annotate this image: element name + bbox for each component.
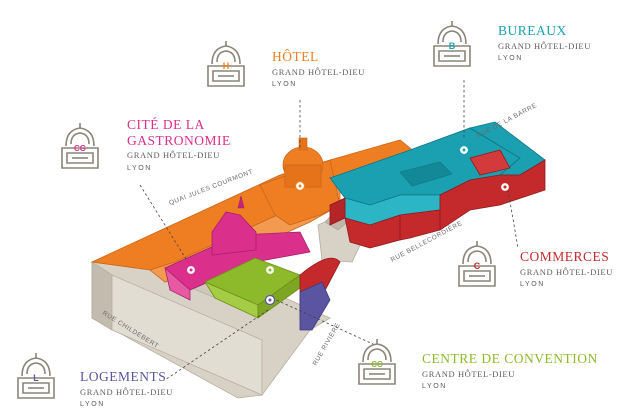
leader-line-convention (271, 297, 376, 346)
convention-city: LYON (422, 383, 447, 390)
logements-block (299, 281, 331, 331)
pin-cite[interactable] (185, 264, 197, 276)
stone-front-wall (111, 274, 263, 396)
commerces-logo-icon: C (458, 241, 496, 287)
street-riviere: RUE RIVIÈRE (310, 321, 342, 367)
hotel-subtitle: GRAND HÔTEL-DIEU (272, 66, 365, 77)
convention-label[interactable]: CENTRE DE CONVENTION GRAND HÔTEL-DIEU LY… (422, 352, 598, 390)
commerces-title: COMMERCES (520, 249, 610, 264)
hotel-label[interactable]: HÔTEL GRAND HÔTEL-DIEU LYON (272, 50, 365, 88)
svg-text:CC: CC (371, 360, 383, 369)
pin-convention[interactable] (264, 264, 276, 276)
logements-subtitle: GRAND HÔTEL-DIEU (80, 386, 173, 397)
commerces-corner (469, 149, 511, 176)
bureaux-city: LYON (498, 55, 523, 62)
leader-lines (139, 80, 519, 381)
hotel-title: HÔTEL (272, 49, 319, 64)
svg-text:L: L (33, 373, 39, 383)
commerces-base-front (329, 197, 346, 226)
cite-chapel (211, 211, 257, 256)
hotel-city: LYON (272, 81, 297, 88)
commerces-base-east (439, 159, 546, 231)
hotel-logo-icon: H (207, 41, 245, 87)
cite-subtitle: GRAND HÔTEL-DIEU (127, 150, 220, 160)
pin-commerces[interactable] (499, 181, 511, 193)
convention-logo-icon: CC (358, 339, 396, 385)
svg-text:H: H (223, 61, 230, 71)
cite-city: LYON (127, 164, 152, 172)
commerces-label[interactable]: COMMERCES GRAND HÔTEL-DIEU LYON (520, 250, 613, 288)
leader-line-logements (164, 309, 269, 381)
bureaux-title: BUREAUX (498, 23, 567, 38)
pin-logements[interactable] (264, 294, 276, 306)
logements-label[interactable]: LOGEMENTS GRAND HÔTEL-DIEU LYON (80, 370, 173, 408)
cite-title-line1: CITÉ DE LA (127, 117, 205, 132)
bureaux-logo-icon: B (433, 21, 471, 67)
convention-title: CENTRE DE CONVENTION (422, 351, 598, 366)
svg-text:C: C (474, 261, 481, 271)
cite-block-facade (164, 266, 191, 301)
pin-hotel[interactable] (294, 180, 306, 192)
bureaux-label[interactable]: BUREAUX GRAND HÔTEL-DIEU LYON (498, 24, 591, 62)
logements-city: LYON (80, 401, 105, 408)
commerces-base-mid (399, 209, 441, 241)
cite-title-line2: GASTRONOMIE (127, 132, 231, 148)
svg-text:B: B (449, 41, 456, 51)
svg-text:CG: CG (74, 144, 86, 153)
cite-label[interactable]: CITÉ DE LA GASTRONOMIE GRAND HÔTEL-DIEU … (127, 118, 231, 172)
dome-lantern (298, 137, 308, 151)
logements-title: LOGEMENTS (80, 369, 167, 384)
commerces-city: LYON (520, 281, 545, 288)
commerces-subtitle: GRAND HÔTEL-DIEU (520, 266, 613, 277)
leader-line-cite (139, 184, 189, 263)
convention-subtitle: GRAND HÔTEL-DIEU (422, 368, 515, 379)
logements-logo-icon: L (17, 353, 55, 399)
bureaux-court (399, 161, 453, 187)
pin-bureaux[interactable] (458, 144, 470, 156)
cite-logo-icon: CG (61, 123, 99, 169)
bureaux-subtitle: GRAND HÔTEL-DIEU (498, 40, 591, 51)
cite-chapel-spire (237, 195, 245, 209)
